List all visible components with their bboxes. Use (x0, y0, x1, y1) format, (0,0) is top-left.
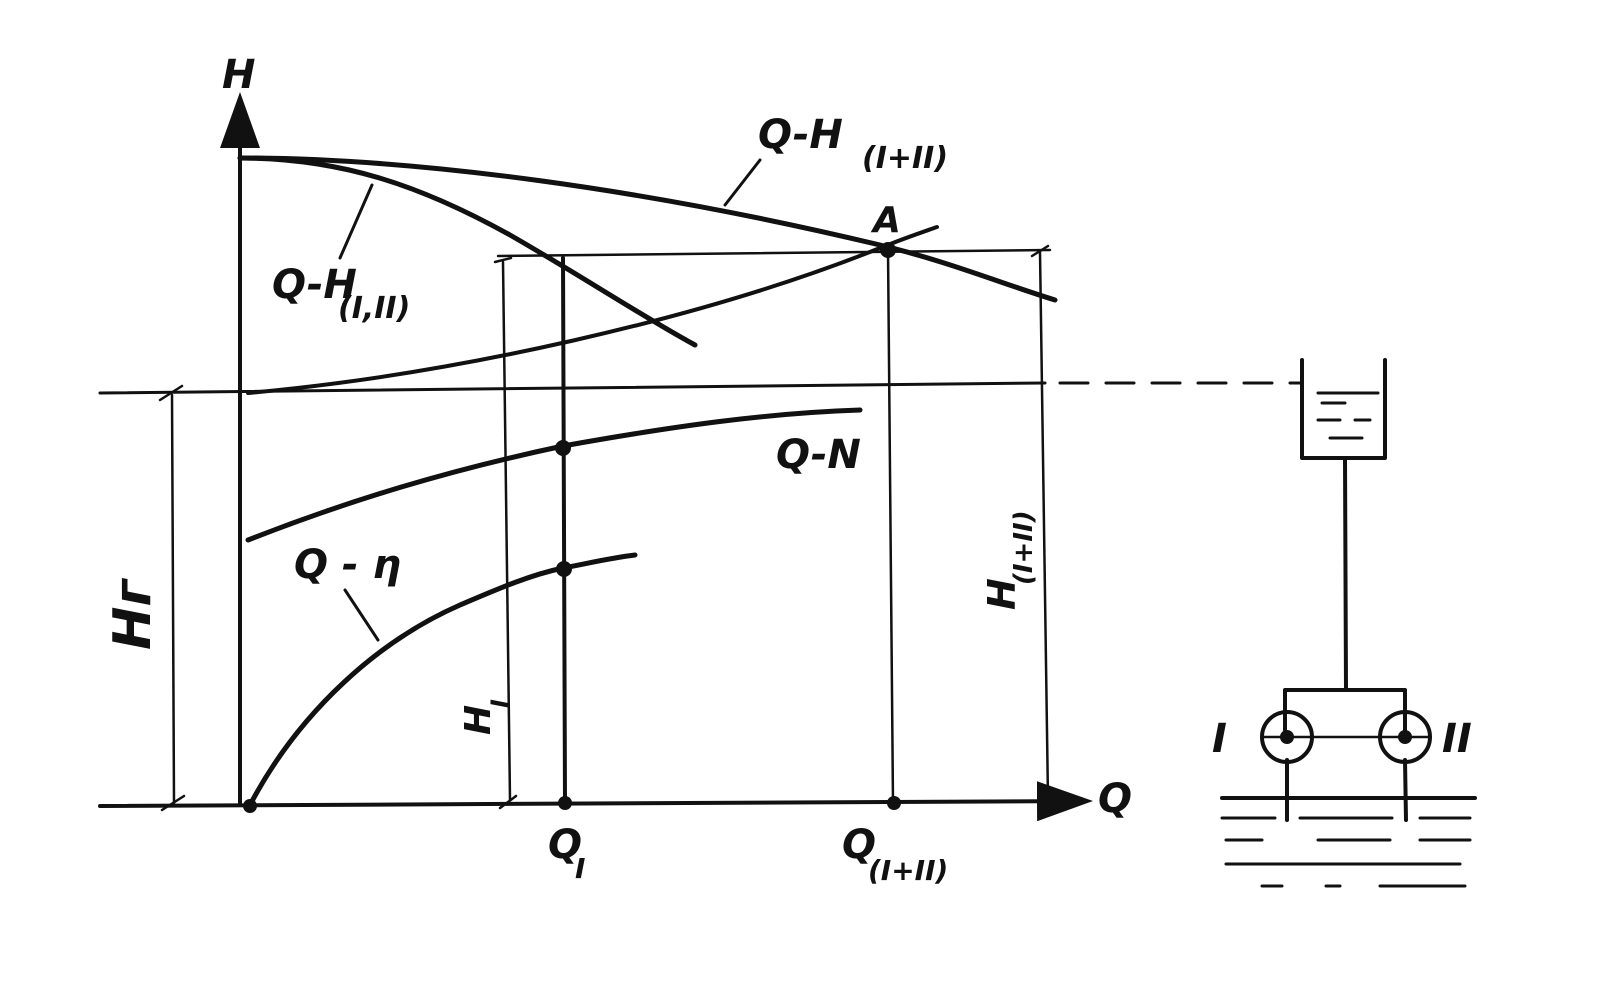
sump-water (1220, 796, 1477, 888)
origin-marker (243, 799, 257, 813)
axis-q-label: Q (1098, 776, 1132, 822)
qn-curve (245, 407, 863, 543)
hcombined-sub-label: (I+II) (1009, 510, 1039, 585)
qeta-intersection-marker (556, 561, 572, 577)
hcombined-label: H (980, 578, 1024, 610)
hcombined-dimension-line (1038, 250, 1050, 802)
hi-dimension-tick-bottom (498, 794, 518, 810)
qn-intersection-marker (555, 440, 571, 456)
qcombined-label: Q (842, 822, 876, 868)
point-a-marker (880, 242, 896, 258)
manifold-pipe (1283, 688, 1407, 732)
qcombined-sub-label: (I+II) (868, 854, 948, 887)
qh-combined-curve (237, 155, 1058, 303)
qeta-label: Q - η (294, 542, 401, 588)
qeta-leader (343, 588, 380, 642)
pump-2-suction-pipe (1403, 758, 1408, 822)
system-curve (246, 225, 939, 395)
hi-label: H (458, 705, 499, 735)
hcombined-dimension-tick-bottom (1038, 794, 1058, 808)
hi-sub-label: I (486, 699, 514, 708)
qh-combined-leader (723, 158, 762, 207)
qh-combined-label: Q-H (758, 112, 843, 158)
q-axis (98, 781, 1093, 822)
discharge-pipe (1343, 456, 1348, 692)
qh-single-curve (237, 155, 698, 348)
hg-dimension-line (170, 393, 176, 805)
pump-1-label: I (1212, 716, 1227, 762)
axis-h-label: H (222, 52, 255, 98)
hg-dimension-tick-bottom (160, 794, 186, 812)
hcombined-dimension-tick-top (1030, 244, 1050, 258)
qcombined-vertical-line (886, 248, 895, 805)
qh-single-label: Q-H (272, 262, 357, 308)
qn-label: Q-N (776, 432, 861, 478)
qh-combined-sub-label: (I+II) (862, 141, 948, 176)
hi-dimension-line (501, 260, 512, 802)
qi-sub-label: I (575, 852, 585, 885)
hg-label: Hг (103, 577, 163, 650)
qi-label: Q (548, 822, 582, 868)
reservoir-tank (1300, 358, 1387, 460)
pump-2-label: II (1442, 716, 1472, 762)
qh-single-sub-label: (I,II) (338, 291, 410, 326)
qeta-curve (247, 552, 638, 808)
point-a-label: A (870, 200, 901, 241)
a-level-line (496, 248, 1052, 258)
qh-single-leader (338, 183, 374, 260)
qi-axis-marker (558, 796, 572, 810)
qi-vertical-line (561, 256, 567, 805)
hg-dimension-tick-top (158, 384, 184, 402)
hi-dimension-tick-top (493, 256, 513, 264)
qcombined-axis-marker (887, 796, 901, 810)
